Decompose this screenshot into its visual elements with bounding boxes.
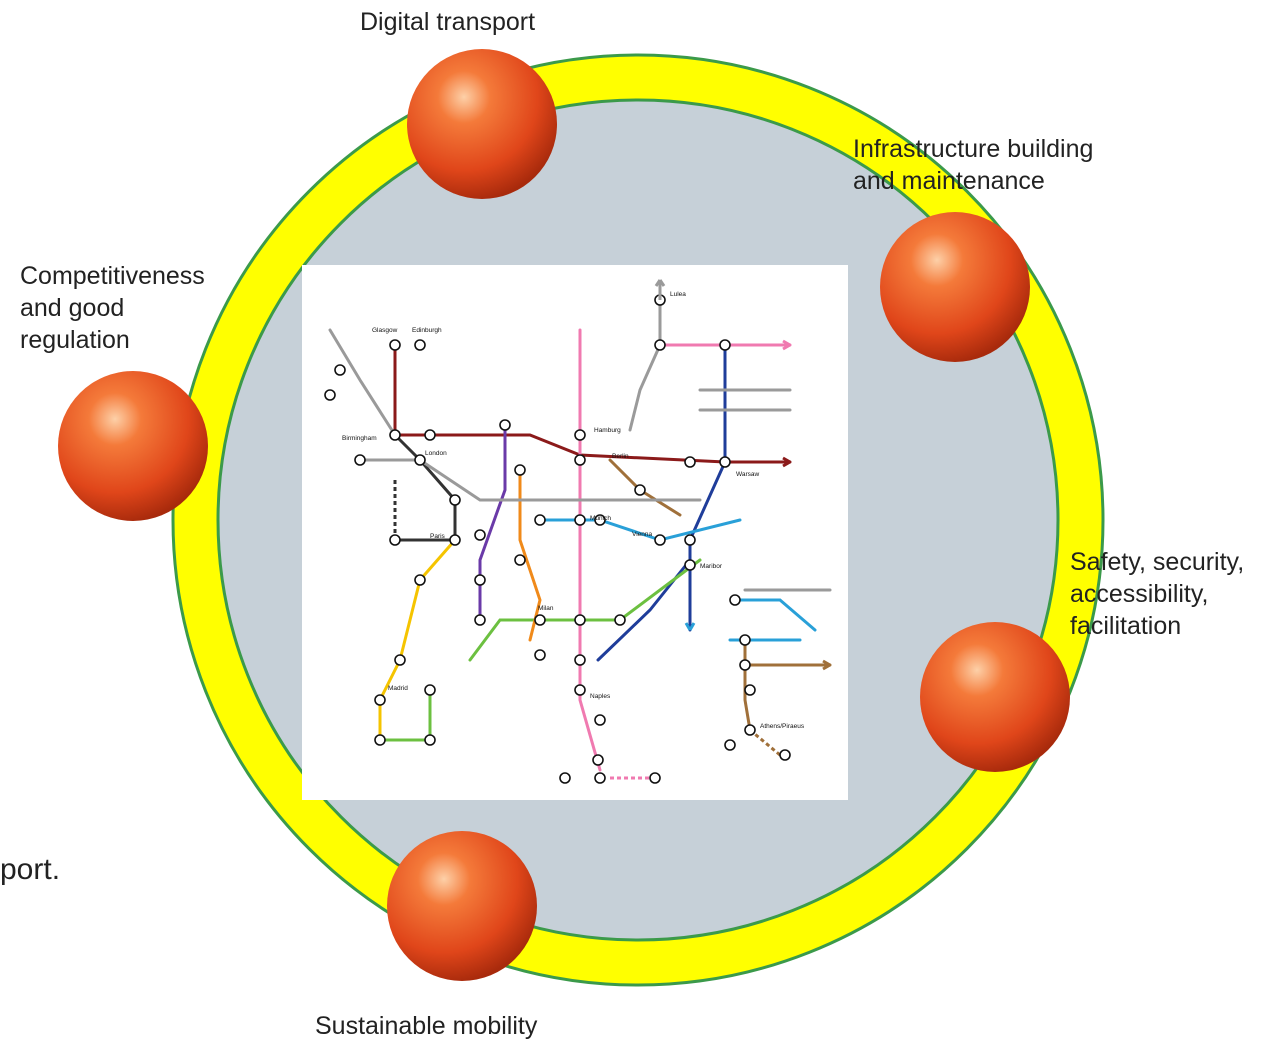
map-city-label: Hamburg: [594, 427, 621, 434]
map-city-label: Warsaw: [736, 471, 760, 478]
map-city-label: Paris: [430, 533, 446, 540]
map-city-label: Edinburgh: [412, 327, 442, 334]
map-city-label: Berlin: [612, 453, 629, 460]
label-sustainable-mobility: Sustainable mobility: [315, 1012, 538, 1040]
map-city-label: Athens/Piraeus: [760, 723, 805, 730]
map-city-label: Lulea: [670, 291, 686, 298]
label-competitiveness: Competitiveness and good regulation: [20, 262, 205, 354]
sphere-right: [920, 622, 1070, 772]
map-city-label: Munich: [590, 515, 611, 522]
sphere-nodes: [58, 49, 1070, 981]
label-digital-transport: Digital transport: [360, 8, 536, 36]
map-city-label: Milan: [538, 605, 554, 612]
sphere-left: [58, 371, 208, 521]
sphere-top-right: [880, 212, 1030, 362]
map-city-label: Naples: [590, 693, 611, 700]
sphere-top: [407, 49, 557, 199]
label-infrastructure: Infrastructure building and maintenance: [853, 135, 1094, 195]
map-city-label: Birmingham: [342, 435, 377, 442]
map-city-label: Madrid: [388, 685, 408, 692]
background-partial-text: port.: [0, 853, 61, 886]
transport-network-map: Glasgow Edinburgh Birmingham London Pari…: [302, 265, 848, 800]
sphere-bottom: [387, 831, 537, 981]
map-city-label: Maribor: [700, 563, 723, 570]
map-city-label: Vienna: [632, 531, 653, 538]
map-city-label: Glasgow: [372, 327, 398, 334]
label-safety: Safety, security, accessibility, facilit…: [1070, 548, 1245, 640]
map-city-label: London: [425, 450, 447, 457]
